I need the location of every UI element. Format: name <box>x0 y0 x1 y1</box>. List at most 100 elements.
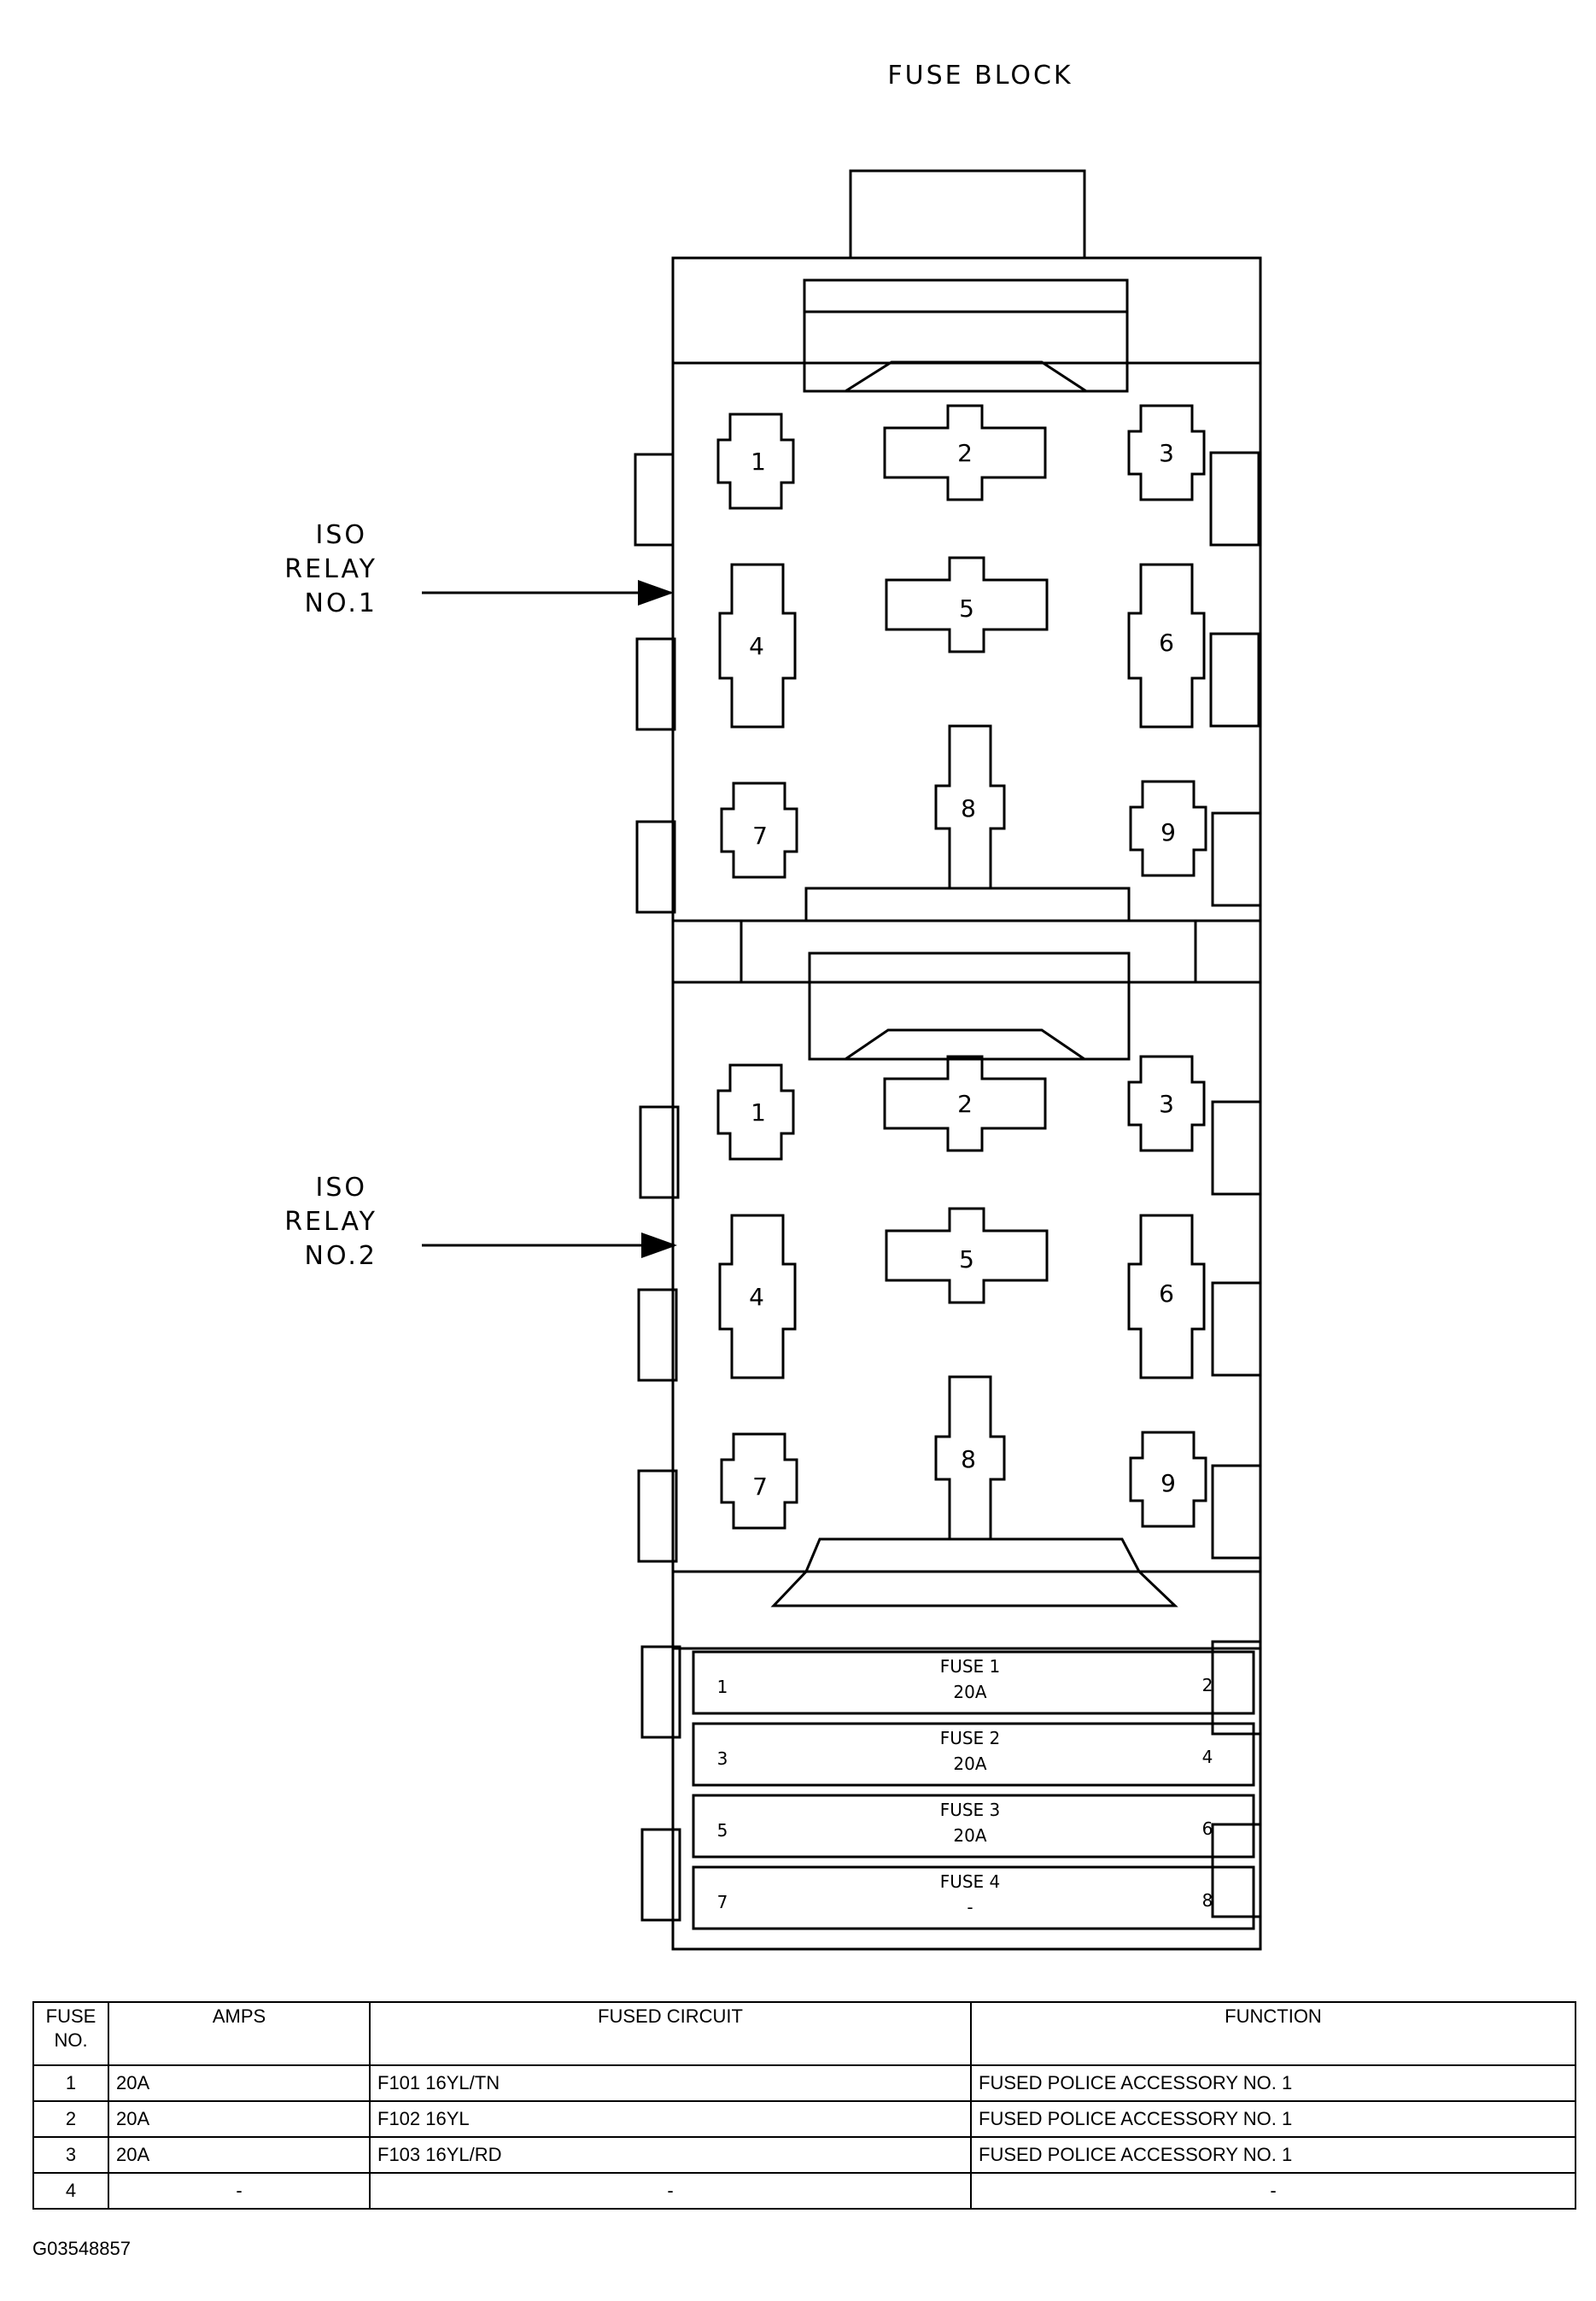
cell-amps: 20A <box>108 2100 371 2138</box>
side-tab <box>1211 811 1262 907</box>
cavity-label: 5 <box>959 594 974 623</box>
cell-fuse: 3 <box>32 2136 109 2174</box>
cell-function: FUSED POLICE ACCESSORY NO. 1 <box>970 2136 1576 2174</box>
fuse-slot: 5 FUSE 3 20A 6 <box>692 1794 1255 1859</box>
relay-cavity <box>883 1055 1047 1152</box>
cavity-label: 9 <box>1160 1469 1176 1497</box>
callout-text: NO.1 <box>305 588 377 618</box>
fuse-amps: - <box>967 1897 973 1918</box>
fuse-terminal-left: 7 <box>717 1892 728 1912</box>
cavity-label: 6 <box>1159 1279 1174 1308</box>
cavity-label: 8 <box>961 794 976 823</box>
cavity-label: 3 <box>1159 1090 1174 1118</box>
cell-fuse: 4 <box>32 2172 109 2210</box>
fuse-name: FUSE 3 <box>940 1800 1001 1820</box>
side-tab <box>635 637 676 731</box>
side-tab <box>640 1828 681 1922</box>
side-tab <box>1209 632 1260 728</box>
cavity-label: 7 <box>752 1473 768 1501</box>
cavity-label: 2 <box>957 1090 973 1118</box>
fuse-amps: 20A <box>953 1825 986 1846</box>
cell-function: - <box>970 2172 1576 2210</box>
fuse-name: FUSE 4 <box>940 1871 1001 1892</box>
header-fuse-no: FUSE NO. <box>32 2001 109 2066</box>
fuse-name: FUSE 2 <box>940 1728 1001 1748</box>
fuse-amps: 20A <box>953 1682 986 1702</box>
fuse-terminal-right: 4 <box>1202 1747 1213 1767</box>
header-fused-circuit: FUSED CIRCUIT <box>369 2001 972 2066</box>
cavity-label: 2 <box>957 439 973 467</box>
cell-circuit: F103 16YL/RD <box>369 2136 972 2174</box>
relay-cavity <box>934 1375 1006 1541</box>
relay-cavity <box>1127 563 1206 729</box>
fuse-terminal-right: 6 <box>1202 1818 1213 1839</box>
side-tab <box>640 1645 681 1739</box>
relay-cavity <box>883 404 1047 501</box>
callout-text: NO.2 <box>305 1241 377 1271</box>
callout-text: RELAY <box>284 554 377 584</box>
relay-cavity <box>720 782 798 879</box>
middle-latch <box>808 951 1131 1061</box>
relay-cavity <box>718 563 797 729</box>
fuse-slots: 1 FUSE 1 20A 2 3 FUSE 2 20A 4 5 FUSE 3 20A 6 7 FUSE 4… <box>692 1650 1255 1930</box>
relay-cavity <box>1129 780 1207 877</box>
table-row: 2 20A F102 16YL FUSED POLICE ACCESSORY N… <box>32 2100 1576 2138</box>
table-header-row: FUSE NO. AMPS FUSED CIRCUIT FUNCTION <box>32 2001 1576 2066</box>
cavity-label: 1 <box>751 448 766 476</box>
fuse-slot: 7 FUSE 4 - 8 <box>692 1865 1255 1930</box>
fuse-amps: 20A <box>953 1754 986 1774</box>
relay-cavity <box>1127 1055 1206 1152</box>
cell-amps: - <box>108 2172 371 2210</box>
fuse-slot: 1 FUSE 1 20A 2 <box>692 1650 1255 1715</box>
relay-cavity <box>716 413 795 510</box>
cell-circuit: - <box>369 2172 972 2210</box>
relay-cavity <box>1127 1214 1206 1379</box>
cell-fuse: 2 <box>32 2100 109 2138</box>
side-tab <box>1211 1823 1262 1918</box>
callout-text: ISO <box>315 1173 367 1203</box>
cell-circuit: F101 16YL/TN <box>369 2064 972 2102</box>
cavity-label: 7 <box>752 822 768 850</box>
fuse-terminal-right: 8 <box>1202 1890 1213 1911</box>
cell-circuit: F102 16YL <box>369 2100 972 2138</box>
fuse-terminal-right: 2 <box>1202 1675 1213 1695</box>
cell-fuse: 1 <box>32 2064 109 2102</box>
cavity-label: 9 <box>1160 818 1176 846</box>
side-tab <box>635 820 676 914</box>
fuse-slot: 3 FUSE 2 20A 4 <box>692 1722 1255 1787</box>
cell-function: FUSED POLICE ACCESSORY NO. 1 <box>970 2100 1576 2138</box>
side-tab <box>1211 1640 1262 1736</box>
side-tab <box>637 1469 678 1563</box>
relay-cavity <box>718 1214 797 1379</box>
diagram-title: FUSE BLOCK <box>887 61 1073 91</box>
table-row: 1 20A F101 16YL/TN FUSED POLICE ACCESSOR… <box>32 2064 1576 2102</box>
relay-cavity <box>885 556 1049 653</box>
side-tab <box>1211 1281 1262 1377</box>
relay-cavity <box>716 1063 795 1161</box>
fuse-terminal-left: 1 <box>717 1677 728 1697</box>
cell-function: FUSED POLICE ACCESSORY NO. 1 <box>970 2064 1576 2102</box>
cavity-label: 4 <box>749 1283 764 1311</box>
cavity-label: 4 <box>749 632 764 660</box>
side-tab <box>639 1105 680 1199</box>
fuse-terminal-left: 5 <box>717 1820 728 1841</box>
image-id: G03548857 <box>32 2238 131 2259</box>
side-tab <box>634 453 675 547</box>
relay-cavity <box>1129 1431 1207 1528</box>
fuse-name: FUSE 1 <box>940 1656 1001 1677</box>
relay-cavity <box>720 1432 798 1530</box>
header-amps: AMPS <box>108 2001 371 2066</box>
relay-cavity <box>934 724 1006 890</box>
side-tab <box>1211 1464 1262 1560</box>
cavity-label: 8 <box>961 1445 976 1473</box>
cell-amps: 20A <box>108 2064 371 2102</box>
table-row: 4 - - - <box>32 2172 1576 2210</box>
relay-cavity <box>885 1207 1049 1304</box>
fuse-terminal-left: 3 <box>717 1748 728 1769</box>
